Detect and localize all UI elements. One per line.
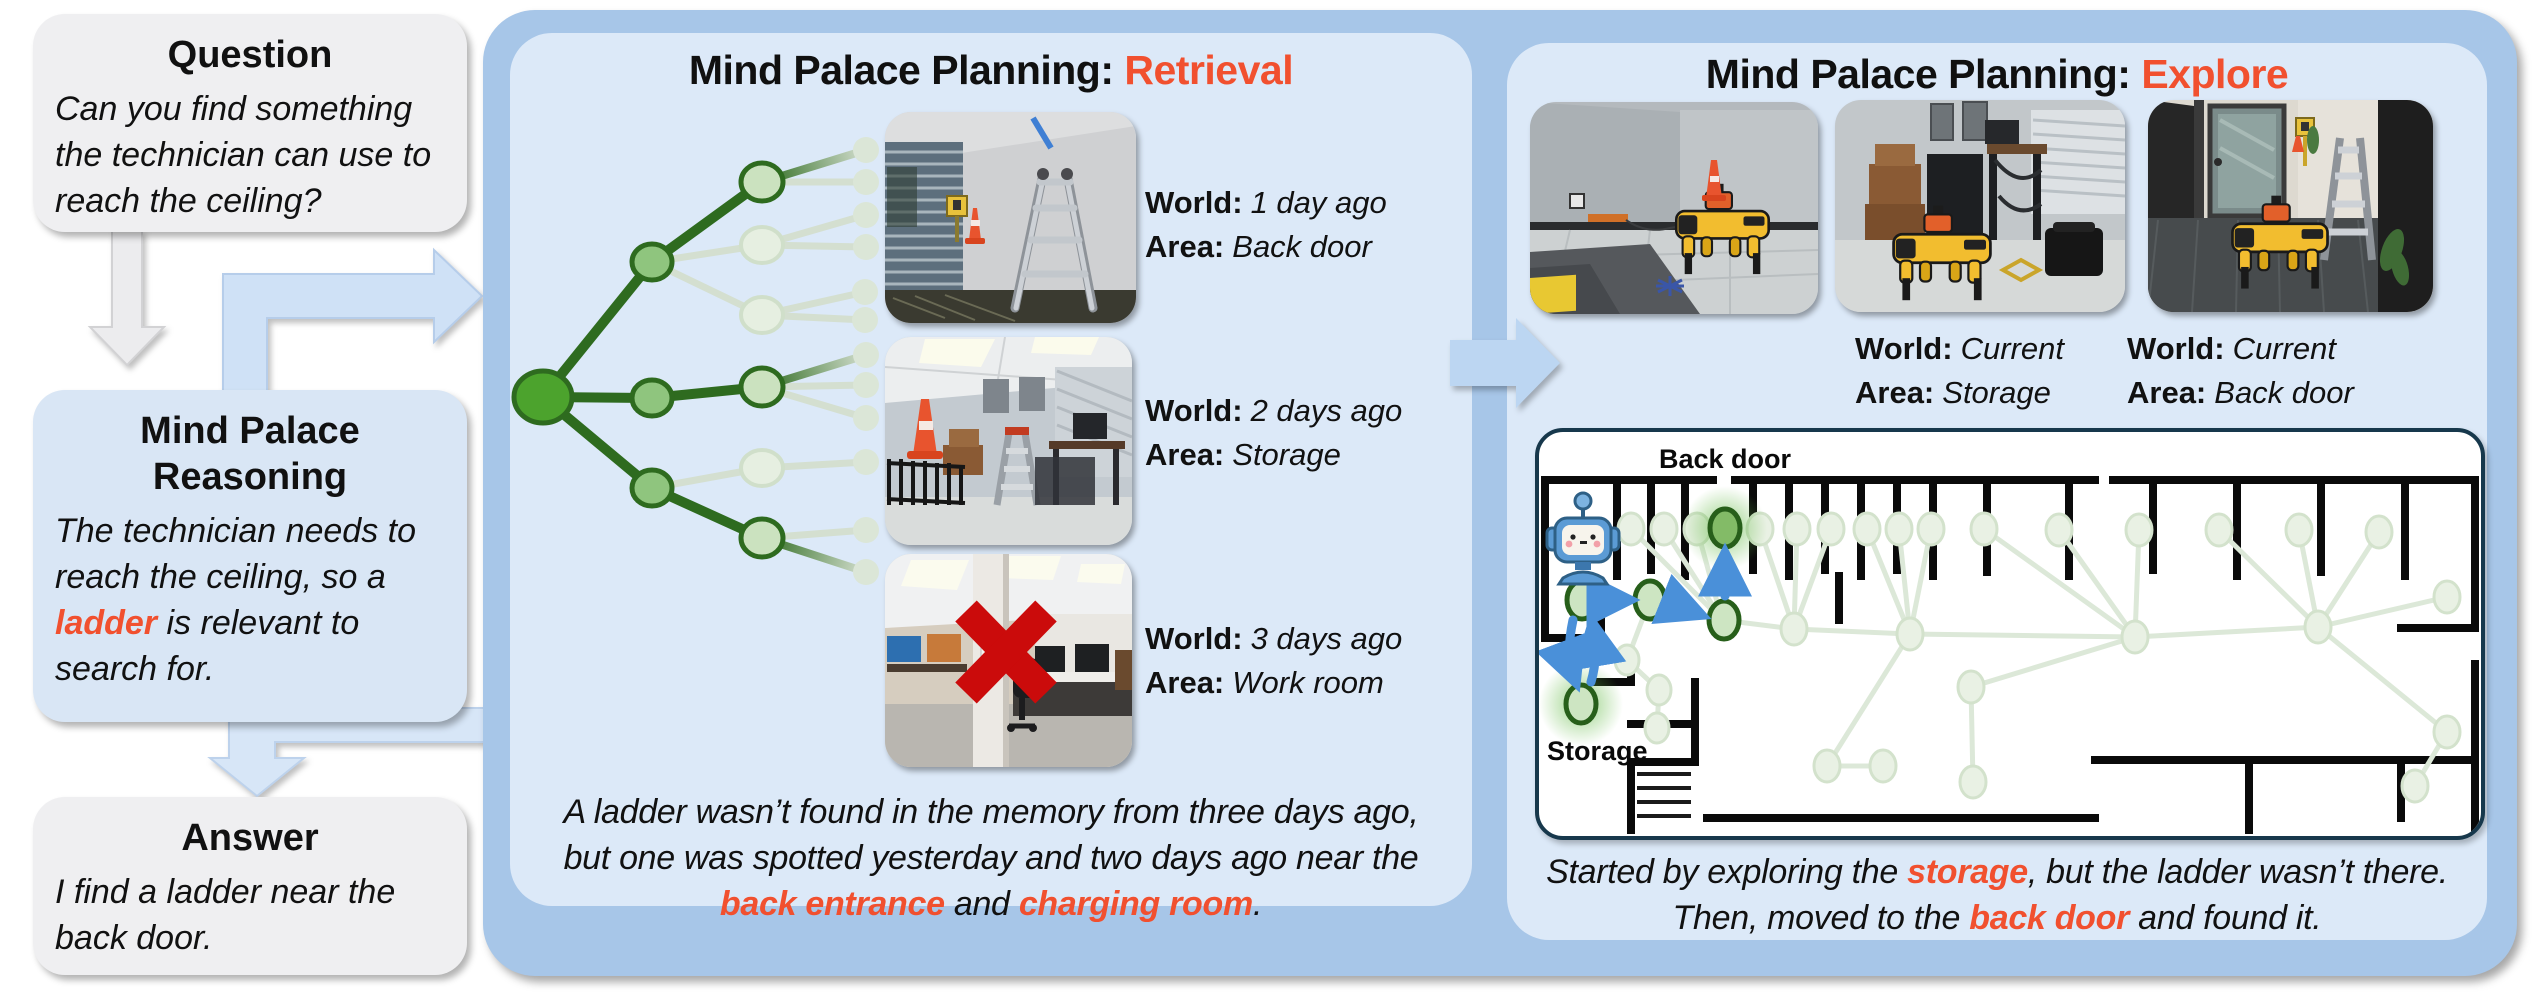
explore-title: Mind Palace Planning: Explore (1507, 51, 2487, 98)
plant-glyph (2307, 126, 2410, 286)
ladder-glyph (1010, 168, 1098, 313)
question-title: Question (167, 34, 333, 76)
memory-label-1: World:1 day ago Area:Back door (1145, 185, 1387, 264)
answer-title: Answer (181, 817, 319, 859)
explore-caption: Started by exploring the storage, but th… (1546, 853, 2448, 937)
tree-leaf-nodes (852, 137, 879, 585)
fence-glyph (886, 459, 966, 505)
retrieval-caption: A ladder wasn’t found in the memory from… (563, 793, 1419, 923)
tree-faded-nodes (739, 225, 785, 488)
explore-photo-corner (1530, 102, 1818, 314)
retrieval-title-accent: Retrieval (1124, 47, 1294, 93)
memory-photo-back-door-art (885, 112, 1136, 323)
memory-photo-storage-art (885, 337, 1132, 545)
cone-glyph (965, 208, 985, 244)
retrieval-title-prefix: Mind Palace Planning: (688, 47, 1125, 93)
explore-photo-back-door (2148, 100, 2433, 312)
answer-text: I find a ladder near the back door. (55, 873, 396, 957)
tree-path-nodes (511, 160, 786, 560)
explore-title-accent: Explore (2141, 51, 2289, 97)
reasoning-box: Mind Palace Reasoning The technician nee… (33, 390, 467, 722)
retrieval-to-answer-arrow (207, 707, 521, 798)
map-walls (1541, 476, 2479, 834)
world-label: World: (1145, 185, 1243, 220)
reasoning-text: The technician needs to reach the ceilin… (55, 512, 417, 688)
monitors-left-glyph (887, 634, 967, 672)
question-to-reasoning-arrow (87, 230, 167, 367)
explore-photo-storage (1835, 100, 2125, 312)
map-route-arrows (1539, 542, 1752, 693)
map-back-door-label: Back door (1659, 444, 1792, 474)
reasoning-to-retrieval-arrow (222, 247, 484, 393)
floor-map: Back door Storage (1535, 428, 2485, 840)
map-storage-label: Storage (1547, 736, 1648, 766)
robot-icon (1545, 491, 1621, 586)
retrieval-title: Mind Palace Planning: Retrieval (510, 47, 1472, 94)
sign-glyph (946, 195, 968, 242)
observation-label-1: World:Current Area:Storage (1855, 331, 2064, 410)
question-text: Can you find something the technician ca… (55, 90, 432, 220)
hazard-tape-glyph (1998, 257, 2044, 283)
tree-retrieved-edges (758, 146, 870, 576)
map-stairs (1637, 772, 1691, 818)
reasoning-title: Mind Palace Reasoning (140, 410, 360, 498)
explore-photo-storage-art (1835, 100, 2125, 312)
explore-title-prefix: Mind Palace Planning: (1705, 51, 2142, 97)
memory-photo-back-door (885, 112, 1136, 323)
cone-glyph-2 (907, 399, 943, 459)
boxes-glyph (943, 429, 983, 475)
retrieval-to-explore-arrow (1450, 318, 1560, 408)
answer-box: Answer I find a ladder near the back doo… (33, 797, 467, 975)
floor-map-art: Back door Storage (1539, 444, 2479, 834)
explore-panel: Mind Palace Planning: Explore (1507, 43, 2487, 940)
memory-label-3: World:3 days ago Area:Work room (1145, 621, 1403, 700)
explore-photo-corner-art (1530, 102, 1818, 314)
boxes-glyph-2 (1865, 144, 1925, 240)
memory-tree (511, 137, 879, 585)
retrieval-panel: Mind Palace Planning: Retrieval (510, 33, 1472, 923)
memory-label-2: World:2 days ago Area:Storage (1145, 393, 1403, 472)
explore-photo-back-door-art (2148, 100, 2433, 312)
observation-label-2: World:Current Area:Back door (2127, 331, 2354, 410)
desk-glyph (1035, 413, 1125, 505)
floor-marker-glyph (1656, 276, 1684, 296)
area-label: Area: (1145, 229, 1225, 264)
memory-photo-storage (885, 337, 1132, 545)
red-x-icon (955, 600, 1057, 704)
question-box: Question Can you find something the tech… (33, 14, 467, 232)
cone-glyph-3 (1702, 160, 1726, 201)
